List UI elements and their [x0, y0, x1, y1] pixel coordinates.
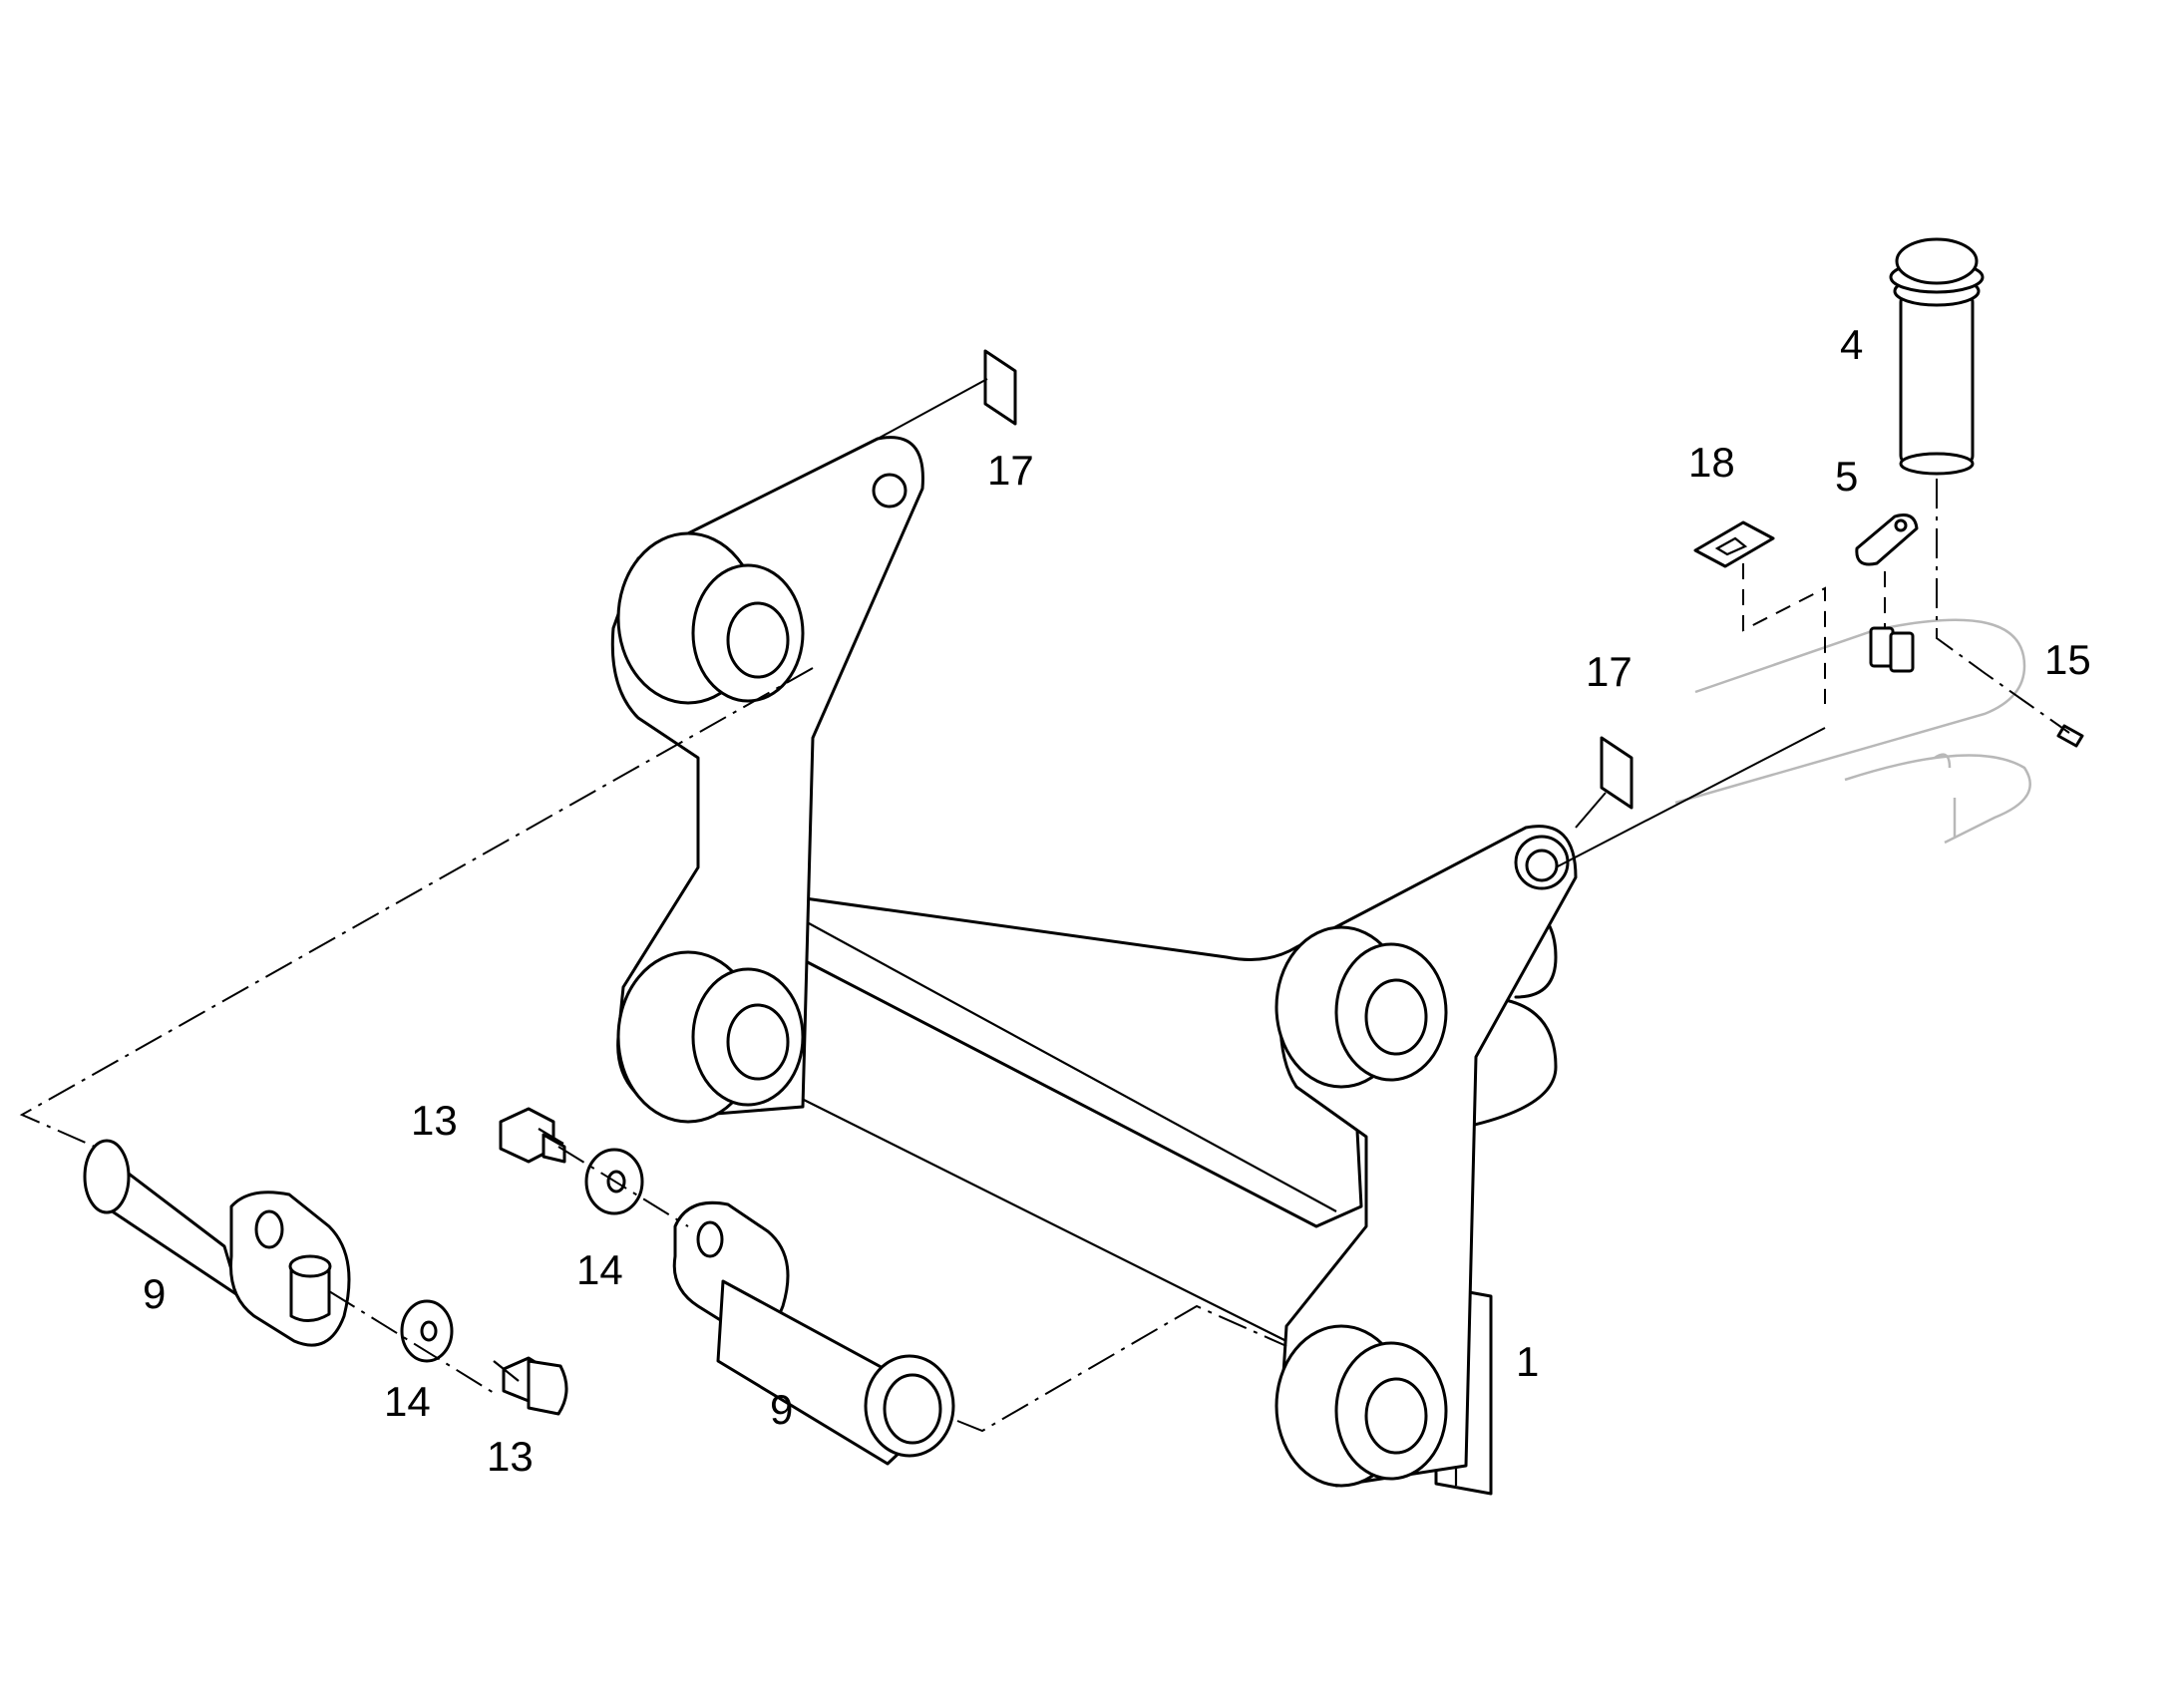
- leader-lines: [877, 378, 1826, 868]
- callout-1: 1: [1516, 1338, 1539, 1385]
- lock-clip: [1869, 626, 1915, 673]
- callout-13-upper: 13: [411, 1097, 458, 1144]
- decal-18: [1693, 520, 1775, 568]
- washer-14-upper: [584, 1148, 644, 1215]
- spring-pin-15: [2056, 724, 2084, 748]
- washer-14-lower: [400, 1299, 454, 1363]
- retainer-plate-5: [1855, 513, 1919, 566]
- callout-4: 4: [1840, 321, 1863, 368]
- pin-9-right: [672, 1200, 955, 1466]
- pin-4: [1889, 237, 1985, 476]
- callout-14-lower: 14: [384, 1378, 431, 1425]
- callout-9-left: 9: [143, 1270, 166, 1317]
- callout-17-upper: 17: [987, 447, 1034, 494]
- right-side-plate: [1274, 825, 1578, 1488]
- left-side-plate: [610, 436, 924, 1124]
- decal-17-lower: [1600, 736, 1634, 810]
- callout-14-upper: 14: [576, 1246, 623, 1293]
- pin-9-left: [83, 1139, 351, 1347]
- assembly-lines: [19, 479, 2070, 1433]
- callout-18: 18: [1688, 439, 1735, 486]
- bolt-13-upper: [499, 1107, 566, 1164]
- callout-5: 5: [1835, 453, 1858, 500]
- callout-17-lower: 17: [1586, 648, 1633, 695]
- callout-13-lower: 13: [487, 1433, 534, 1480]
- callout-labels: 1 4 5 9 9 13 13 14 14 15 17 17 18: [143, 321, 2091, 1480]
- decal-17-upper: [983, 349, 1017, 426]
- bolt-13-lower: [493, 1356, 568, 1416]
- reference-link-ghost: [1674, 618, 2031, 845]
- callout-15: 15: [2044, 636, 2091, 683]
- callout-9-right: 9: [770, 1386, 793, 1433]
